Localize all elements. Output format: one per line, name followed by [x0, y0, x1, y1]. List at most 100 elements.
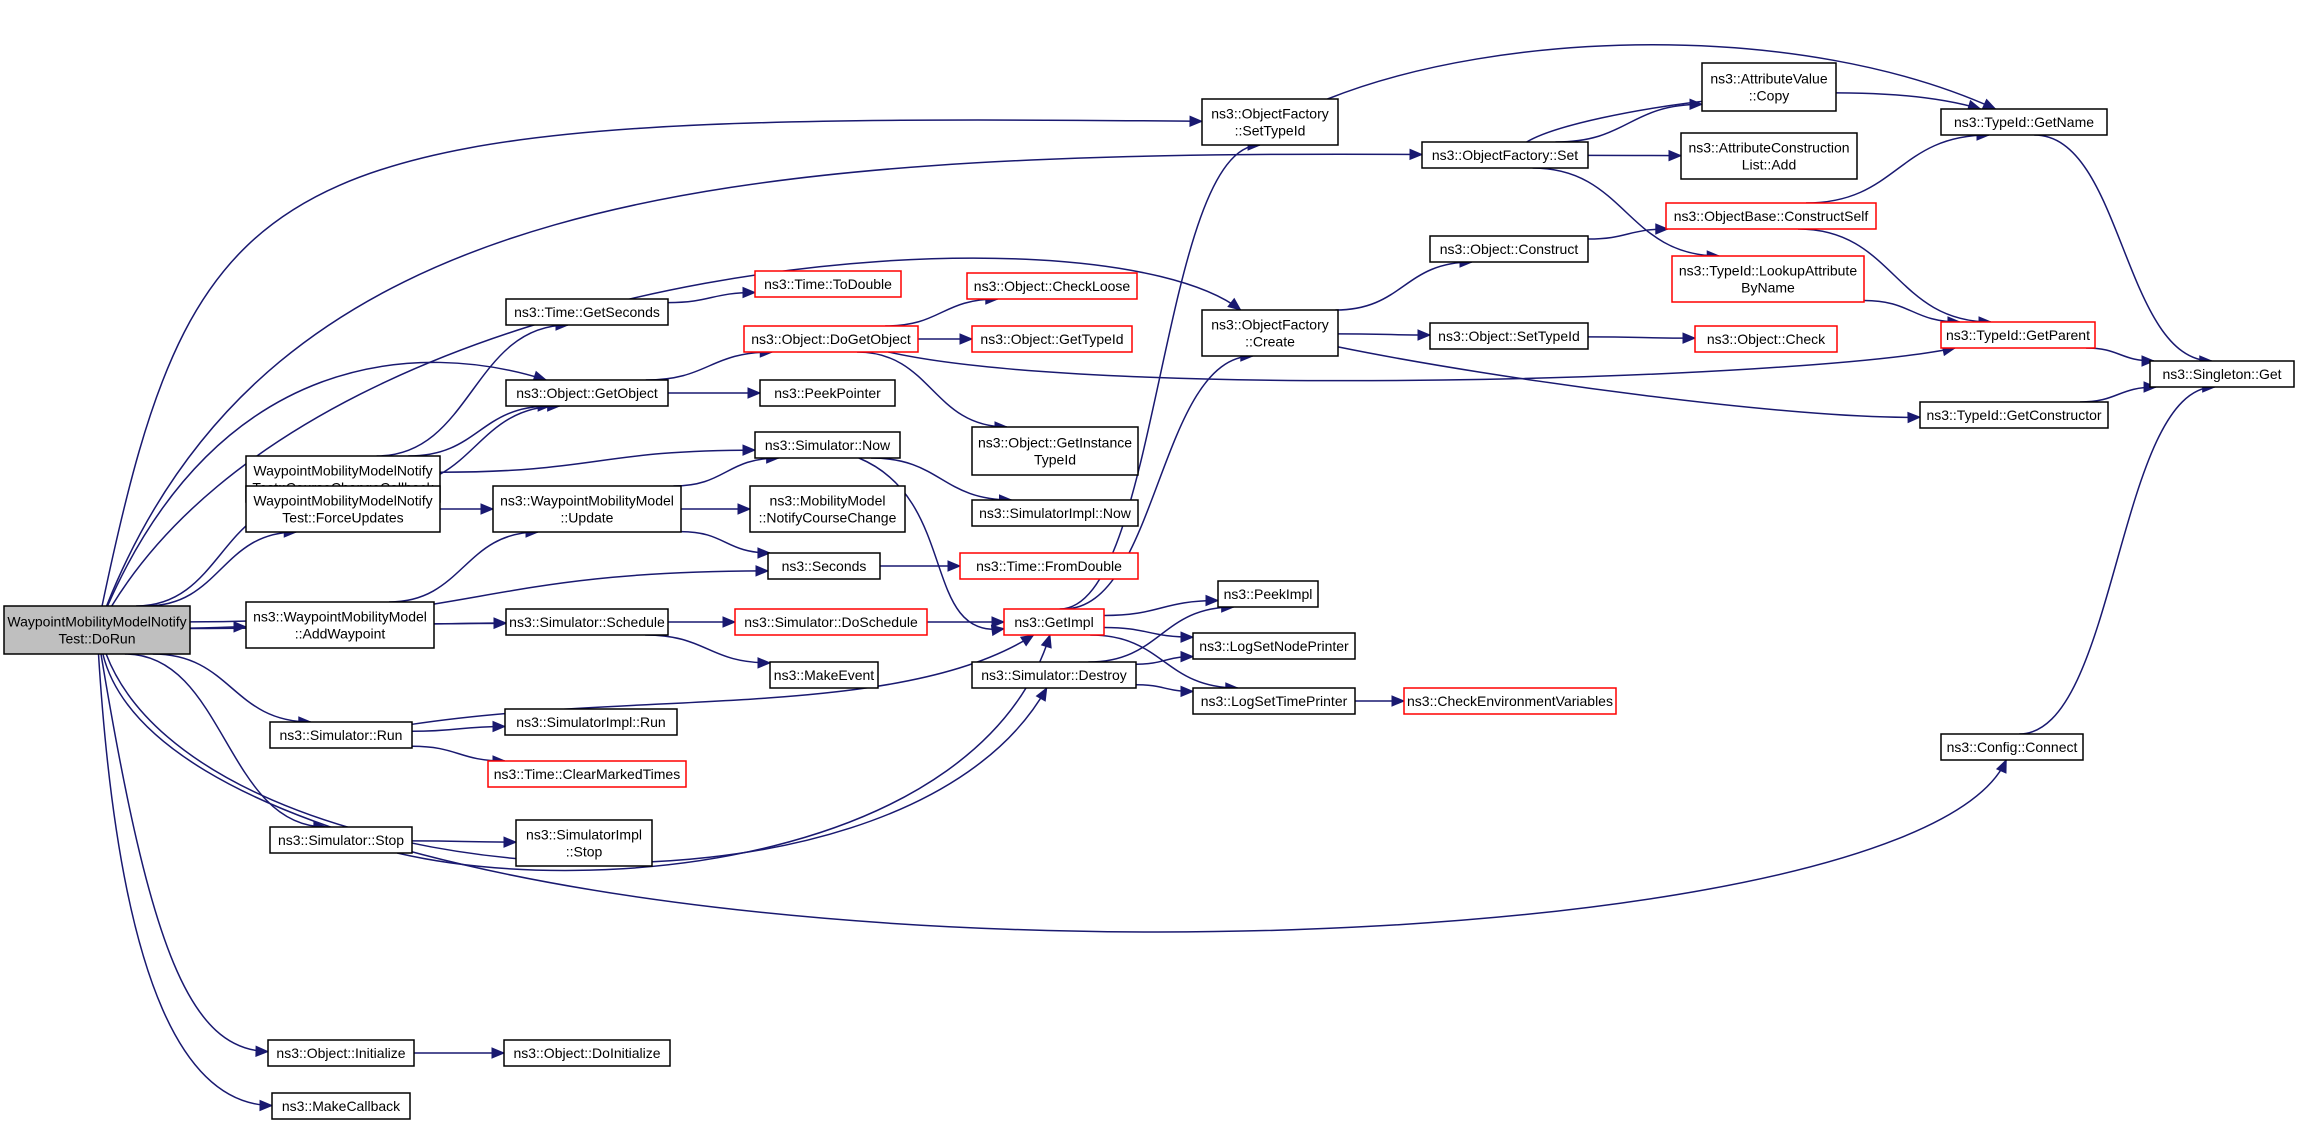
node-configConnect[interactable]: ns3::Config::Connect — [1940, 733, 2084, 761]
node-typeGetParent[interactable]: ns3::TypeId::GetParent — [1940, 321, 2096, 349]
node-simImplStop[interactable]: ns3::SimulatorImpl::Stop — [515, 819, 653, 867]
edge-simStop-to-getImpl — [396, 633, 1052, 872]
edge-line — [408, 405, 551, 457]
node-clearMarked[interactable]: ns3::Time::ClearMarkedTimes — [487, 760, 687, 788]
node-toDouble[interactable]: ns3::Time::ToDouble — [754, 270, 902, 298]
node-makeCallback[interactable]: ns3::MakeCallback — [271, 1092, 411, 1120]
node-box — [271, 1092, 411, 1120]
edge-arrowhead — [737, 503, 752, 515]
edge-line — [97, 653, 273, 1107]
node-ofCreate[interactable]: ns3::ObjectFactory::Create — [1201, 309, 1339, 357]
node-label: ns3::Config::Connect — [1947, 739, 2078, 755]
edge-simDestroy-to-logTime — [1135, 683, 1195, 698]
node-peekPointer[interactable]: ns3::PeekPointer — [759, 379, 896, 407]
node-getImpl[interactable]: ns3::GetImpl — [1003, 608, 1105, 636]
node-singletonGet[interactable]: ns3::Singleton::Get — [2149, 360, 2295, 388]
edge-line — [1063, 355, 1253, 610]
node-label: ns3::SimulatorImpl::Now — [979, 505, 1132, 521]
node-forceUpdates[interactable]: WaypointMobilityModelNotifyTest::ForceUp… — [245, 485, 441, 533]
node-box — [971, 325, 1133, 353]
node-objCheck[interactable]: ns3::Object::Check — [1694, 325, 1838, 353]
edge-arrowhead — [1227, 297, 1242, 311]
node-checkEnv[interactable]: ns3::CheckEnvironmentVariables — [1403, 687, 1617, 715]
node-simImplRun[interactable]: ns3::SimulatorImpl::Run — [504, 708, 678, 736]
node-simRun[interactable]: ns3::Simulator::Run — [269, 721, 413, 749]
node-makeEvent[interactable]: ns3::MakeEvent — [769, 661, 879, 689]
edge-arrowhead — [757, 657, 772, 669]
node-box — [504, 708, 678, 736]
node-doInitialize[interactable]: ns3::Object::DoInitialize — [503, 1039, 671, 1067]
edge-setTypeId-to-typeGetName — [1327, 44, 1997, 110]
edge-root-to-makeCallback — [97, 653, 274, 1112]
node-wmmUpdate[interactable]: ns3::WaypointMobilityModel::Update — [492, 485, 682, 533]
node-label: ns3::Object::Construct — [1440, 241, 1579, 257]
node-getConstructor[interactable]: ns3::TypeId::GetConstructor — [1919, 401, 2109, 429]
node-simNow[interactable]: ns3::Simulator::Now — [754, 431, 901, 459]
node-typeGetName[interactable]: ns3::TypeId::GetName — [1940, 108, 2108, 136]
edge-arrowhead — [492, 720, 507, 733]
edge-forceUpdates-to-wmmUpdate — [439, 503, 495, 515]
node-box — [754, 270, 902, 298]
node-ofSet[interactable]: ns3::ObjectFactory::Set — [1421, 141, 1589, 169]
edge-arrowhead — [991, 616, 1006, 628]
node-objSetTypeId[interactable]: ns3::Object::SetTypeId — [1429, 322, 1589, 350]
node-fromDouble[interactable]: ns3::Time::FromDouble — [959, 552, 1139, 580]
node-simImplNow[interactable]: ns3::SimulatorImpl::Now — [971, 499, 1139, 527]
node-box — [759, 379, 896, 407]
node-label: ns3::Singleton::Get — [2162, 366, 2281, 382]
node-label: ns3::Time::GetSeconds — [514, 304, 660, 320]
node-label: ns3::LogSetTimePrinter — [1201, 693, 1348, 709]
node-constructSelf[interactable]: ns3::ObjectBase::ConstructSelf — [1665, 202, 1877, 230]
node-simDestroy[interactable]: ns3::Simulator::Destroy — [971, 661, 1137, 689]
node-setTypeId[interactable]: ns3::ObjectFactory::SetTypeId — [1201, 98, 1339, 146]
node-notifyCourse[interactable]: ns3::MobilityModel::NotifyCourseChange — [749, 485, 906, 533]
node-label: ns3::WaypointMobilityModel — [500, 493, 674, 509]
node-objConstruct[interactable]: ns3::Object::Construct — [1429, 235, 1589, 263]
node-attrCopy[interactable]: ns3::AttributeValue::Copy — [1701, 62, 1837, 112]
node-objInitialize[interactable]: ns3::Object::Initialize — [267, 1039, 415, 1067]
node-addWaypoint[interactable]: ns3::WaypointMobilityModel::AddWaypoint — [245, 601, 435, 649]
node-box — [1694, 325, 1838, 353]
edge-arrowhead — [1019, 634, 1035, 647]
node-doGetObject[interactable]: ns3::Object::DoGetObject — [743, 325, 919, 353]
edge-line — [1090, 634, 1238, 689]
node-label: ns3::Object::GetObject — [516, 385, 658, 401]
node-box — [959, 552, 1139, 580]
edge-line — [1327, 44, 1996, 110]
node-seconds[interactable]: ns3::Seconds — [767, 552, 881, 580]
node-getSeconds[interactable]: ns3::Time::GetSeconds — [505, 298, 669, 326]
node-schedule[interactable]: ns3::Simulator::Schedule — [505, 608, 669, 636]
edge-arrowhead — [480, 503, 495, 515]
node-label: ::NotifyCourseChange — [759, 510, 897, 526]
edge-typeGetParent-to-singletonGet — [2085, 347, 2156, 367]
node-box — [1680, 132, 1858, 180]
node-peekImpl[interactable]: ns3::PeekImpl — [1217, 580, 1319, 608]
node-simStop[interactable]: ns3::Simulator::Stop — [269, 826, 413, 854]
node-getObject[interactable]: ns3::Object::GetObject — [505, 379, 669, 407]
node-box — [971, 499, 1139, 527]
edge-arrowhead — [1682, 332, 1697, 344]
node-label: ns3::GetImpl — [1014, 614, 1093, 630]
node-doSchedule[interactable]: ns3::Simulator::DoSchedule — [734, 608, 928, 636]
edge-line — [411, 725, 506, 733]
node-logTime[interactable]: ns3::LogSetTimePrinter — [1192, 687, 1356, 715]
edge-root-to-configConnect — [102, 653, 2007, 933]
node-label: ns3::TypeId::LookupAttribute — [1679, 263, 1857, 279]
node-checkLoose[interactable]: ns3::Object::CheckLoose — [966, 272, 1138, 300]
edge-objConstruct-to-constructSelf — [1587, 223, 1670, 240]
node-label: ns3::WaypointMobilityModel — [253, 609, 427, 625]
node-label: ns3::TypeId::GetConstructor — [1926, 407, 2101, 423]
node-label: ns3::Object::Initialize — [276, 1045, 405, 1061]
edge-ofCreate-to-objConstruct — [1335, 256, 1474, 311]
node-objGetTypeId[interactable]: ns3::Object::GetTypeId — [971, 325, 1133, 353]
edge-line — [388, 531, 539, 603]
edge-arrowhead — [757, 547, 772, 559]
node-logNode[interactable]: ns3::LogSetNodePrinter — [1192, 632, 1356, 660]
node-label: ns3::Object::CheckLoose — [974, 278, 1131, 294]
node-box — [267, 1039, 415, 1067]
node-label: ns3::Simulator::Destroy — [981, 667, 1127, 683]
